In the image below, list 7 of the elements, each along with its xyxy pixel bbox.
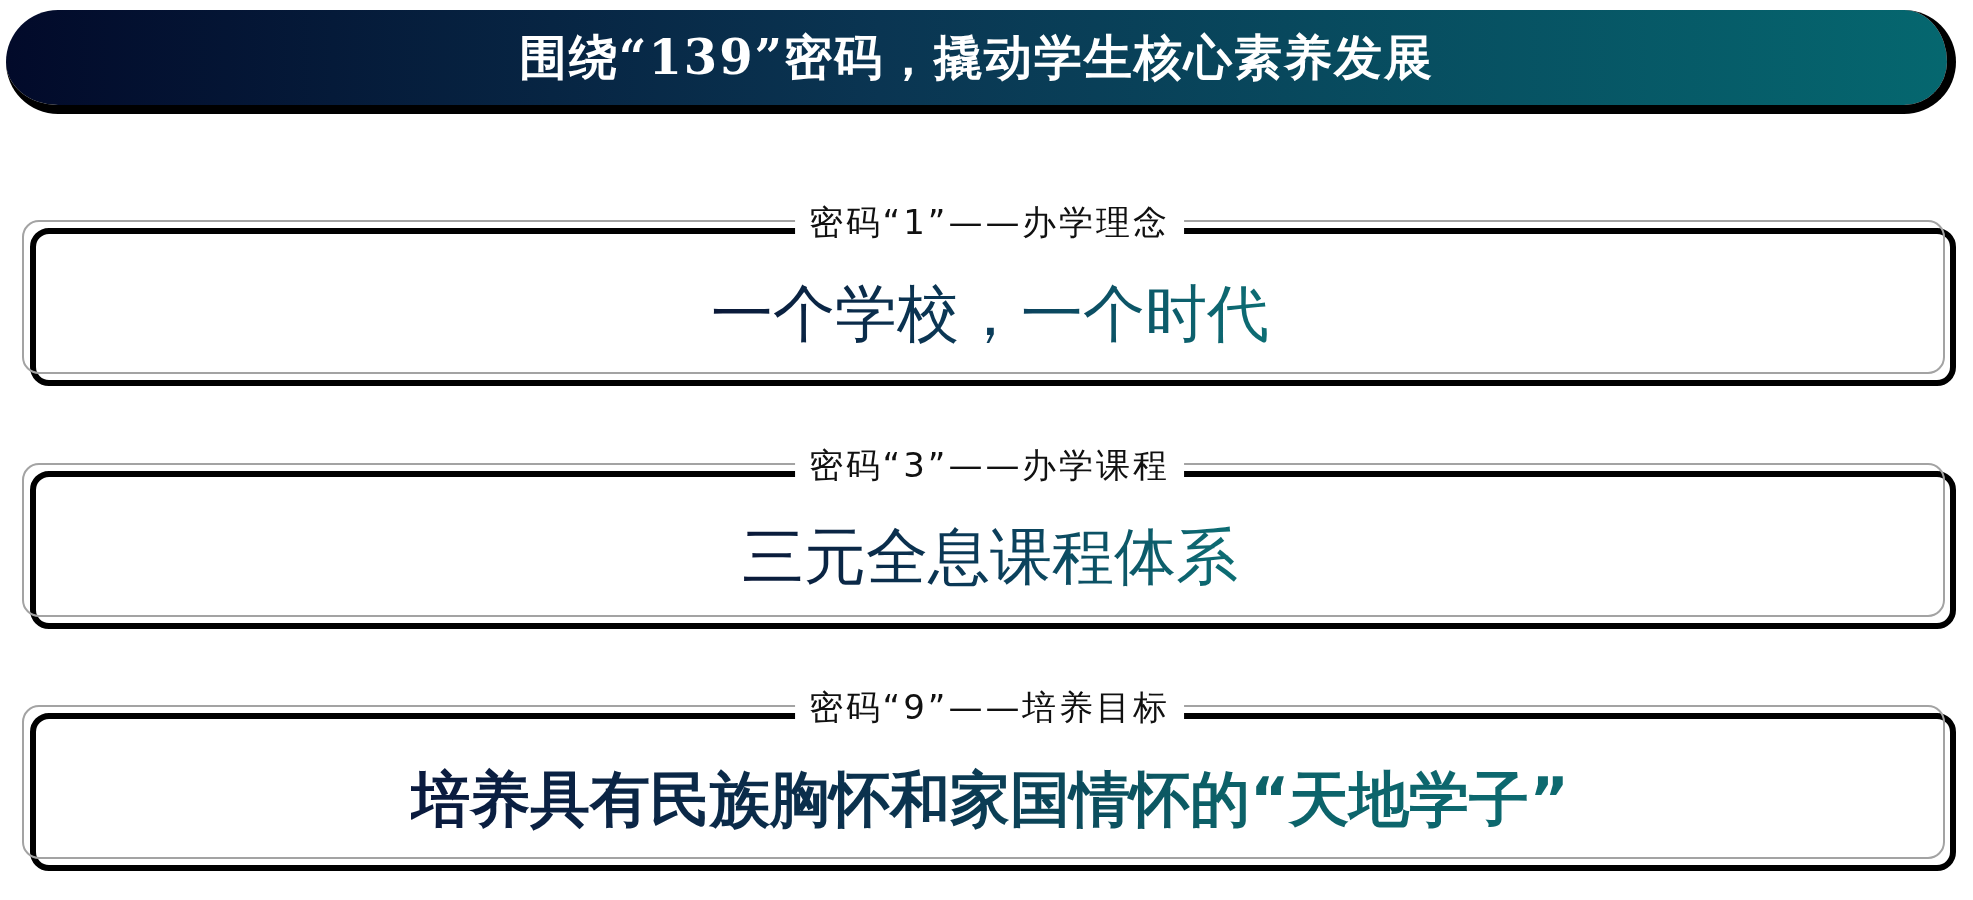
section-heading: 密码“1”——办学理念 (794, 202, 1185, 242)
section-frame (22, 687, 1957, 872)
title-banner: 围绕“139”密码，撬动学生核心素养发展 (6, 10, 1956, 114)
section-heading: 密码“9”——培养目标 (794, 687, 1185, 727)
section-frame (22, 445, 1957, 630)
section-heading: 密码“3”——办学课程 (794, 445, 1185, 485)
section-frame (22, 202, 1957, 387)
